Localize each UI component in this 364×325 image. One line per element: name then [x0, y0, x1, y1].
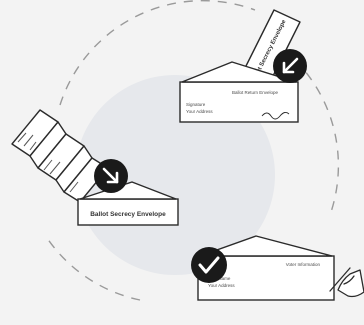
secrecy-envelope-label: Ballot Secrecy Envelope [90, 211, 166, 218]
signature-scribble [261, 111, 290, 120]
step-2-group: Ballot Secrecy Envelope Ballot Return En… [179, 9, 307, 123]
voter-information-line: Voter Information [286, 262, 321, 267]
step-1-group: Ballot Secrecy Envelope [11, 109, 179, 226]
step-2-badge [273, 49, 307, 83]
return-envelope-step-2: Ballot Return Envelope Signature Your Ad… [179, 61, 299, 123]
check-icon [198, 256, 220, 274]
step-1-badge [94, 159, 128, 193]
arrow-down-right-icon [102, 167, 119, 184]
envelope-address-line: Your Address [186, 109, 213, 114]
envelope-name-line: Signature [186, 102, 206, 107]
hand-with-pen [329, 267, 364, 298]
step-3-badge [191, 247, 227, 283]
step-3-group: Voter Information Your Name Your Address [191, 235, 364, 301]
secrecy-envelope: Ballot Secrecy Envelope [77, 181, 179, 226]
envelope-address-line: Your Address [208, 283, 235, 288]
arrow-down-left-icon [282, 57, 299, 74]
dashed-cycle-ring [44, 0, 340, 301]
return-envelope-title: Ballot Return Envelope [232, 90, 279, 95]
